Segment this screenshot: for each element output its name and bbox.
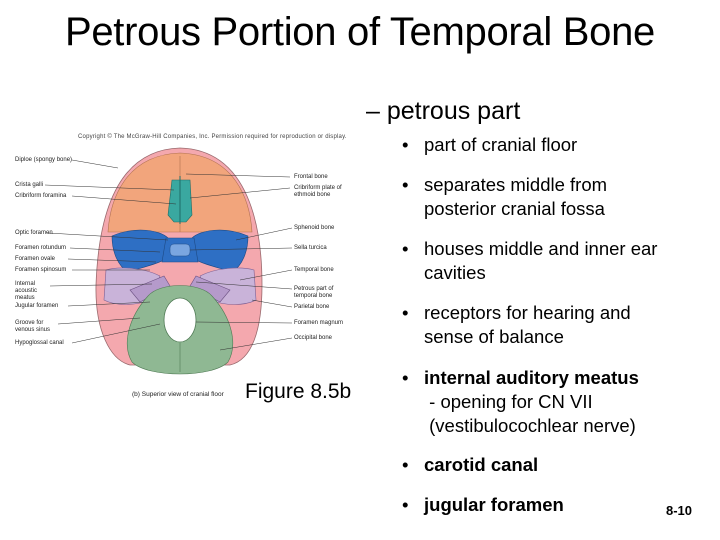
bullet-line: internal auditory meatus (424, 367, 639, 388)
bullet-line: houses middle and inner ear (424, 238, 658, 259)
slide-title: Petrous Portion of Temporal Bone (64, 10, 655, 54)
label-sphenoid-bone: Sphenoid bone (294, 225, 335, 231)
label-diploe: Diploe (spongy bone) (15, 157, 73, 163)
label-occipital-bone: Occipital bone (294, 335, 333, 341)
bullet-line: carotid canal (424, 454, 539, 475)
bullet-line: receptors for hearing and (424, 302, 631, 323)
bullet-line: jugular foramen (424, 494, 564, 515)
label-cribriform-foramina: Cribriform foramina (15, 193, 67, 199)
bullet-line: separates middle from (424, 174, 608, 195)
page-number: 8-10 (666, 503, 693, 518)
bullet-dot-icon: • (402, 238, 409, 259)
bullet-dot-icon: • (402, 454, 409, 475)
bullet-dot-icon: • (402, 494, 409, 515)
figure-caption: (b) Superior view of cranial floor (132, 391, 224, 398)
label-foramen-magnum: Foramen magnum (294, 320, 344, 326)
label-foramen-ovale: Foramen ovale (15, 256, 56, 262)
label-temporal-bone: Temporal bone (294, 267, 334, 273)
foramen-magnum-shape (163, 297, 197, 343)
label-sella-turcica: Sella turcica (294, 245, 327, 251)
label-petrous-part: Petrous part of temporal bone (294, 286, 334, 299)
label-hypoglossal-canal: Hypoglossal canal (15, 340, 64, 346)
bullet-line: cavities (424, 262, 486, 283)
bullet-line: sense of balance (424, 326, 564, 347)
bullet-line: (vestibulocochlear nerve) (424, 415, 636, 436)
label-foramen-rotundum: Foramen rotundum (15, 245, 67, 251)
bullet-dot-icon: • (402, 367, 409, 388)
figure-label: Figure 8.5b (245, 380, 352, 403)
label-foramen-spinosum: Foramen spinosum (15, 267, 67, 273)
bullet-line: part of cranial floor (424, 134, 578, 155)
label-parietal-bone: Parietal bone (294, 304, 330, 310)
label-internal-acoustic-meatus: Internal acoustic meatus (15, 281, 38, 301)
copyright-notice: Copyright © The McGraw-Hill Companies, I… (78, 134, 347, 140)
bullet-line: - opening for CN VII (424, 391, 593, 412)
label-crista-galli: Crista galli (15, 182, 44, 188)
label-optic-foramen: Optic foramen (15, 230, 53, 236)
subheading: – petrous part (366, 97, 521, 125)
bullet-line: posterior cranial fossa (424, 198, 605, 219)
bullet-dot-icon: • (402, 174, 409, 195)
label-groove-venous-sinus: Groove for venous sinus (15, 320, 51, 333)
bullet-dot-icon: • (402, 302, 409, 323)
label-jugular-foramen: Jugular foramen (15, 303, 59, 309)
label-frontal-bone: Frontal bone (294, 174, 328, 180)
bullet-dot-icon: • (402, 134, 409, 155)
label-cribriform-plate: Cribriform plate of ethmoid bone (294, 185, 342, 198)
